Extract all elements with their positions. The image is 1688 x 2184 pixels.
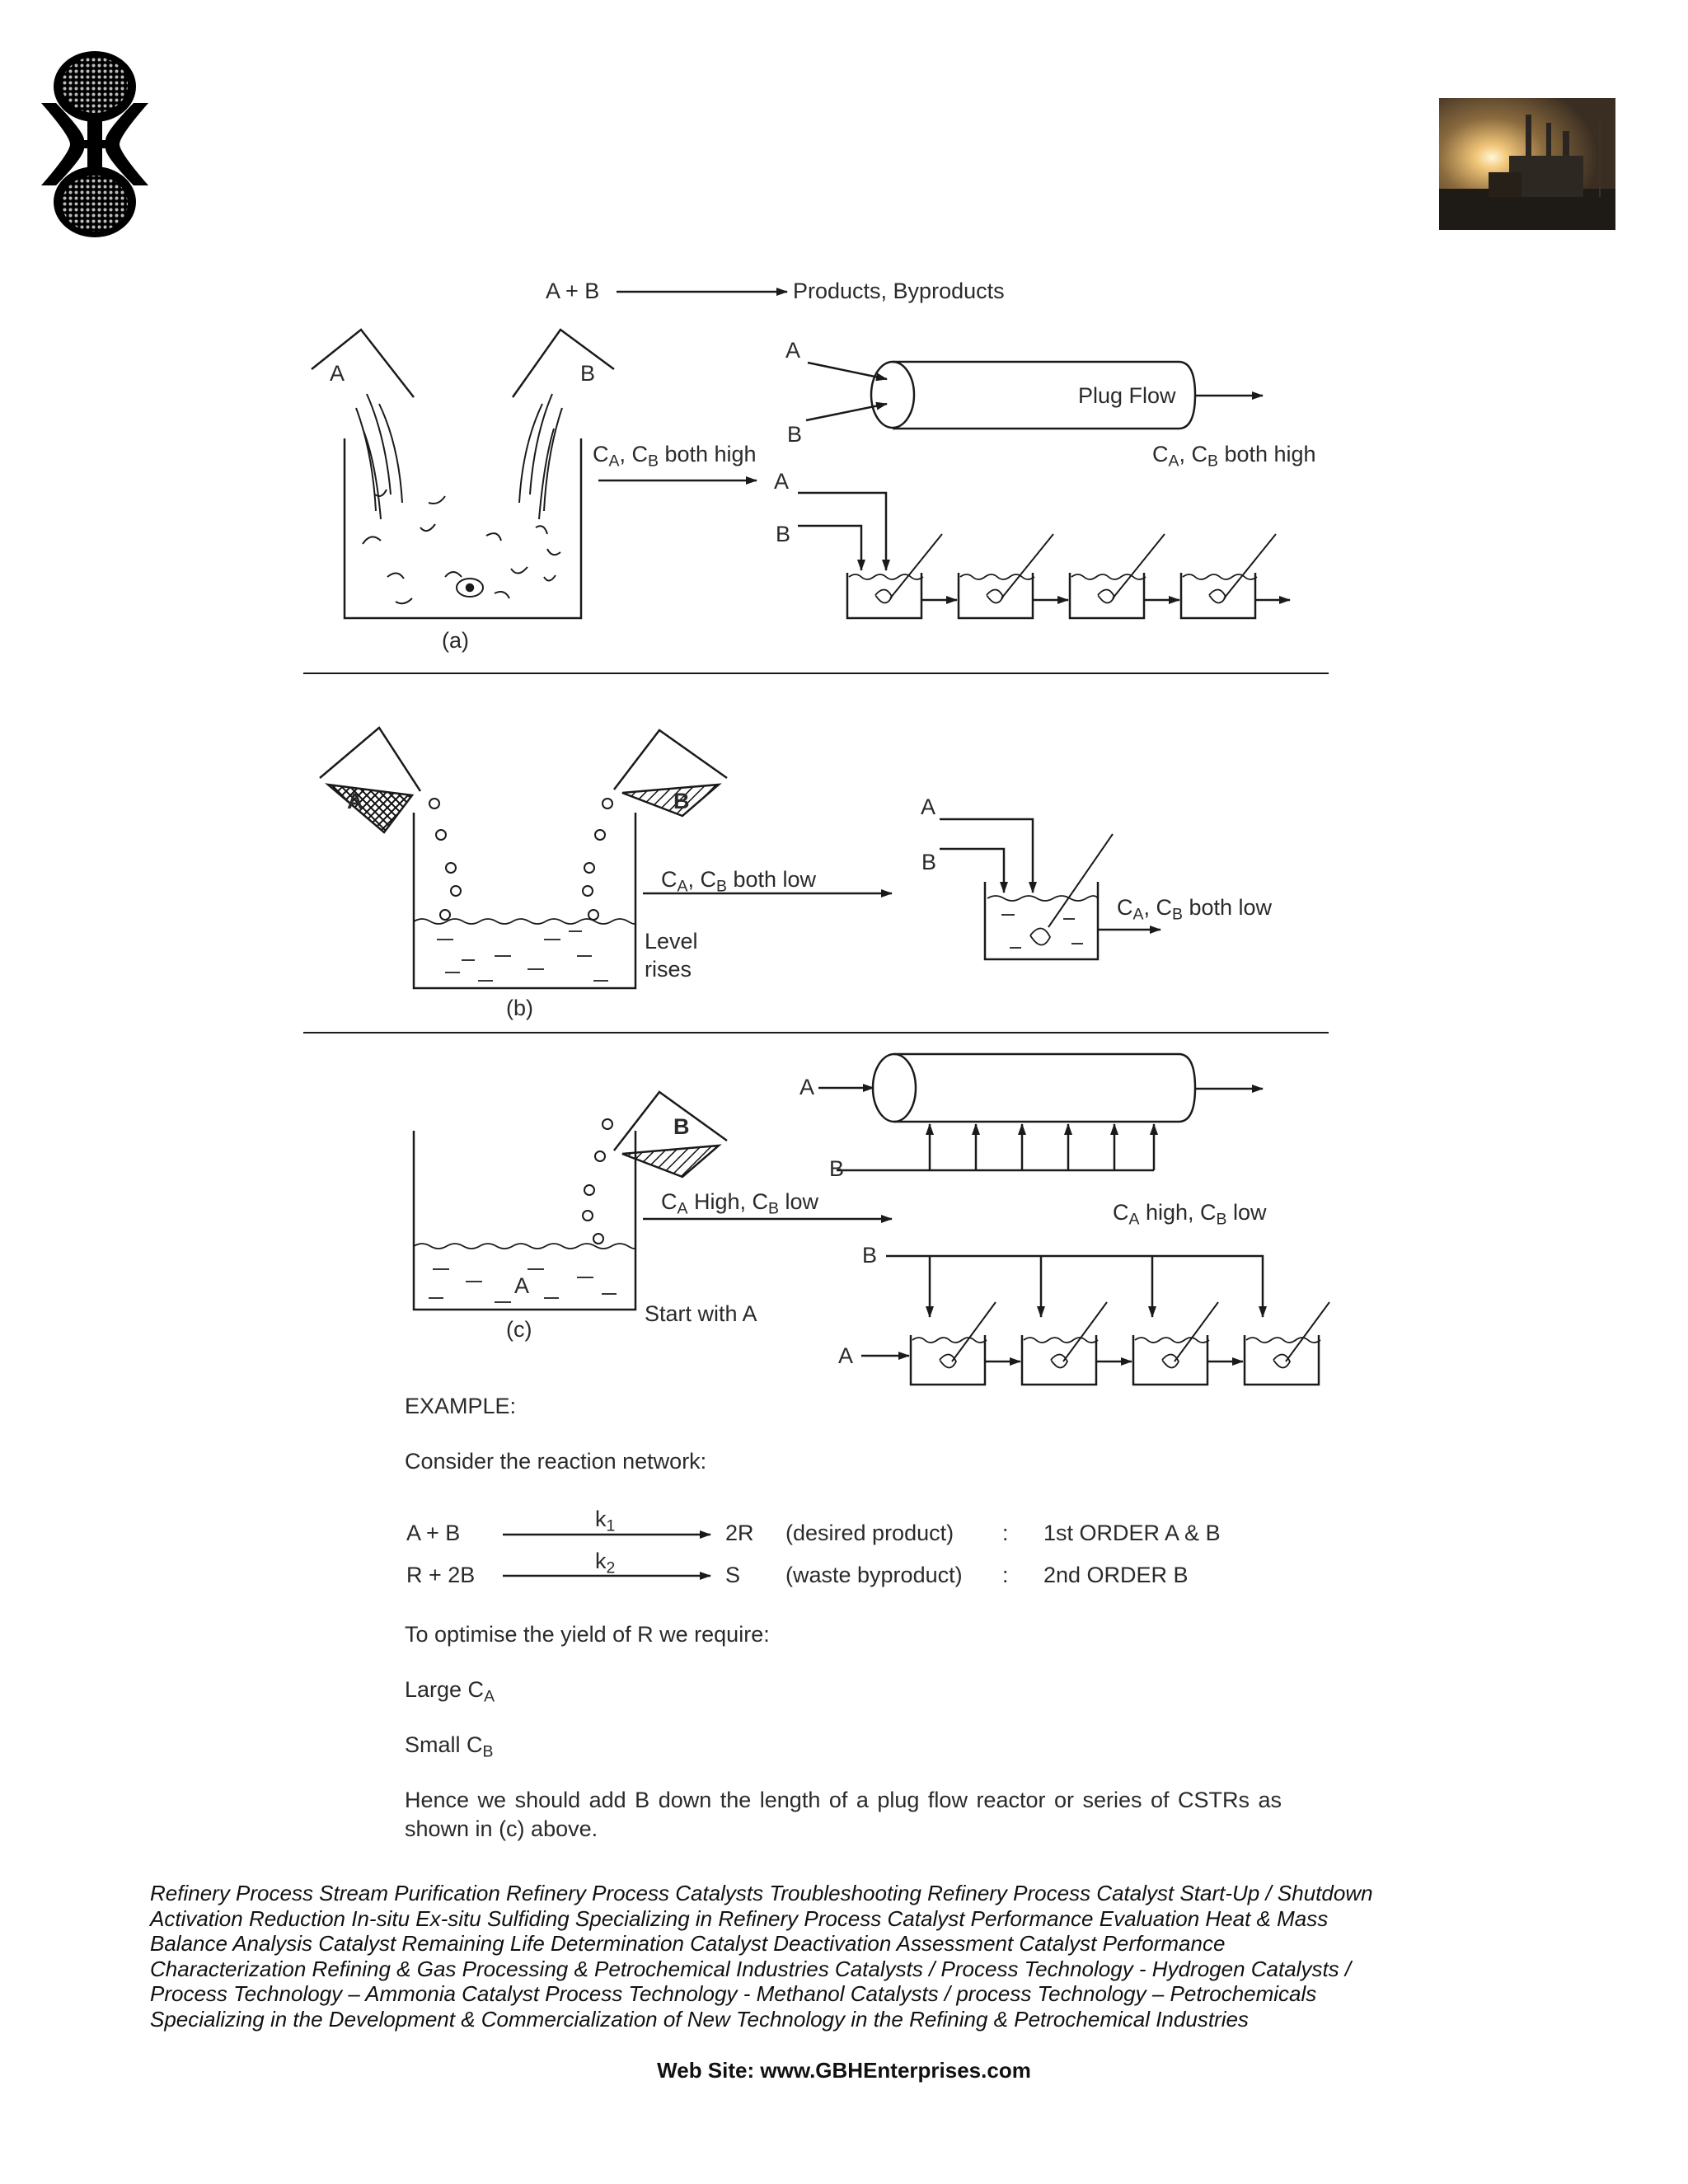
level-label-1: Level (645, 929, 698, 954)
reaction-1-lhs: A + B (406, 1521, 461, 1545)
reaction-2-desc: (waste byproduct) (785, 1563, 963, 1587)
pfr-a-inlet-a: A (785, 338, 801, 363)
conc-label-c: CA High, CB low (661, 1189, 818, 1218)
hopper-c-b-shape (613, 1090, 728, 1151)
hopper-b-a-shape (319, 726, 422, 792)
cstr-b-inlet-b: B (921, 850, 937, 874)
reactor-diagram (303, 288, 1330, 1580)
pfr-a-conc: CA, CB both high (1152, 442, 1316, 471)
reaction-lhs: A + B (546, 279, 600, 303)
reaction-1-k: k1 (595, 1507, 616, 1535)
cstr-b (983, 882, 1100, 961)
reaction-rhs: Products, Byproducts (793, 279, 1005, 303)
plug-flow-label: Plug Flow (1078, 383, 1176, 408)
hopper-b-b-shape (613, 729, 728, 790)
hopper-a-shape (311, 328, 415, 398)
refinery-photo-icon (1439, 98, 1615, 230)
pfr-a-inlet-b: B (787, 422, 803, 447)
reaction-2-lhs: R + 2B (406, 1563, 476, 1587)
cstr-c-inlet-a: A (838, 1343, 854, 1368)
hopper-b-a-label: A (347, 789, 363, 813)
conc-label-b: CA, CB both low (661, 867, 817, 896)
footer-line: Characterization Refining & Gas Processi… (150, 1956, 1352, 1981)
caption-a: (a) (442, 628, 469, 653)
hopper-c-b-label: B (673, 1114, 690, 1139)
conclusion-line-1: Hence we should add B down the length of… (405, 1788, 1282, 1812)
cstr-series-c (909, 1301, 1330, 1386)
large-ca: Large CA (405, 1677, 495, 1706)
example-intro: Consider the reaction network: (405, 1449, 707, 1474)
pfr-c-conc: CA high, CB low (1113, 1200, 1267, 1229)
reaction-1-colon: : (1002, 1521, 1009, 1545)
cstr-b-inlet-a: A (921, 794, 936, 819)
start-with-a: Start with A (645, 1301, 757, 1326)
hopper-a-label: A (330, 361, 345, 386)
website-link[interactable]: Web Site: www.GBHEnterprises.com (657, 2058, 1031, 2083)
cstr-series-a (846, 533, 1291, 620)
conclusion-line-2: shown in (c) above. (405, 1816, 598, 1841)
cstr-b-conc: CA, CB both low (1117, 895, 1273, 924)
hopper-b-b-label: B (673, 789, 690, 813)
footer-line: Refinery Process Stream Purification Ref… (150, 1881, 1373, 1905)
hopper-b-shape (511, 328, 615, 398)
reaction-2-order: 2nd ORDER B (1043, 1563, 1189, 1587)
gbh-logo-icon (41, 51, 148, 237)
reaction-1-rhs: 2R (725, 1521, 754, 1545)
caption-b: (b) (506, 996, 533, 1020)
footer-services: Refinery Process Stream Purification Ref… (150, 1881, 1436, 2032)
conc-label-a: CA, CB both high (593, 442, 757, 471)
reaction-2-rhs: S (725, 1563, 741, 1587)
footer-line: Balance Analysis Catalyst Remaining Life… (150, 1931, 1226, 1957)
vessel-c (412, 1131, 637, 1311)
plug-flow-reactor-c (894, 1052, 1197, 1123)
level-label-2: rises (645, 957, 692, 982)
reaction-1-desc: (desired product) (785, 1521, 954, 1545)
cstr-a-inlet-b: B (776, 522, 791, 546)
reaction-2-k: k2 (595, 1549, 616, 1577)
footer-line: Activation Reduction In-situ Ex-situ Sul… (150, 1905, 1329, 1931)
reaction-2-colon: : (1002, 1563, 1009, 1587)
hopper-b-label: B (580, 361, 596, 386)
tank-c-label: A (514, 1273, 530, 1298)
optimise-text: To optimise the yield of R we require: (405, 1622, 770, 1647)
pfr-c-inlet-a: A (799, 1075, 815, 1099)
vessel-a (343, 438, 583, 620)
reaction-1-order: 1st ORDER A & B (1043, 1521, 1221, 1545)
footer-line: Process Technology – Ammonia Catalyst Pr… (150, 1981, 1317, 2007)
caption-c: (c) (506, 1317, 532, 1342)
cstr-c-inlet-b: B (862, 1243, 878, 1268)
footer-line: Specializing in the Development & Commer… (150, 2006, 1249, 2032)
pfr-c-inlet-b: B (829, 1156, 845, 1181)
example-heading: EXAMPLE: (405, 1394, 517, 1418)
small-cb: Small CB (405, 1732, 494, 1761)
cstr-a-inlet-a: A (774, 469, 790, 494)
vessel-b (412, 813, 637, 990)
